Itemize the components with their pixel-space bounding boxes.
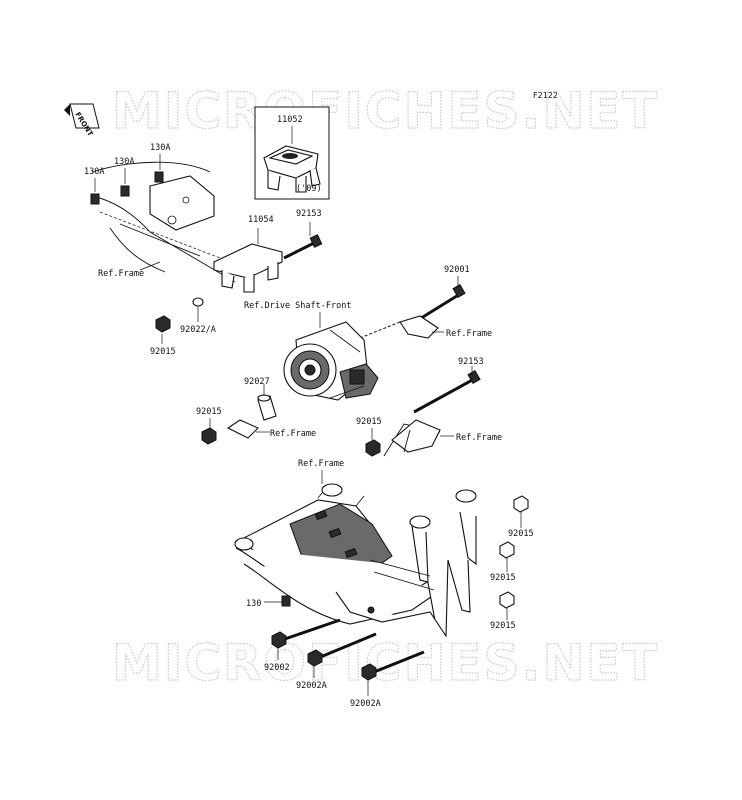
nut-92015-4 [513, 495, 529, 528]
lower-frame [234, 483, 477, 638]
bolt-130a-3 [154, 154, 164, 183]
label-130a-2: 130A [114, 157, 134, 167]
label-ref-frame-1: Ref.Frame [98, 269, 144, 279]
label-92153-mid: 92153 [458, 357, 484, 367]
bolt-92153-mid [413, 366, 481, 414]
bolt-92153-top [283, 222, 323, 260]
label-92027: 92027 [244, 377, 270, 387]
nut-92015-3 [365, 428, 381, 457]
label-ref-frame-4: Ref.Frame [456, 433, 502, 443]
watermark-bottom: MICROFICHES.NET [112, 634, 659, 692]
bolt-92002 [271, 618, 341, 660]
label-11054: 11054 [248, 215, 274, 225]
bolt-130a-2 [120, 168, 130, 197]
figure-id: F2122 [533, 91, 558, 100]
label-92002a-1: 92002A [296, 681, 327, 691]
label-box-note: ('09) [296, 184, 322, 194]
bolt-92001 [417, 276, 466, 322]
label-ref-frame-2: Ref.Frame [446, 329, 492, 339]
label-ref-frame-3: Ref.Frame [270, 429, 316, 439]
part-box-11052: 11052 ('09) [254, 106, 330, 200]
nut-92015-6 [499, 591, 515, 620]
label-130a-3: 130A [150, 143, 170, 153]
label-130: 130 [246, 599, 261, 609]
nut-92015-1 [155, 315, 171, 344]
watermark-top: MICROFICHES.NET [112, 82, 659, 140]
nut-92015-2 [201, 418, 217, 445]
frame-bracket-2 [399, 315, 444, 339]
label-92002a-2: 92002A [350, 699, 381, 709]
label-92001: 92001 [444, 265, 470, 275]
label-92015-6: 92015 [490, 621, 516, 631]
nut-92015-5 [499, 541, 515, 572]
label-92022a: 92022/A [180, 325, 216, 335]
bolt-130a-1 [90, 178, 100, 205]
label-92153-top: 92153 [296, 209, 322, 219]
bolt-92002a-2 [361, 650, 425, 696]
label-92002: 92002 [264, 663, 290, 673]
front-arrow-icon: FRONT [64, 103, 100, 138]
frame-bracket-3 [226, 419, 270, 439]
label-92015-1: 92015 [150, 347, 176, 357]
label-92015-5: 92015 [490, 573, 516, 583]
bolt-130 [264, 595, 291, 607]
label-ref-frame-5: Ref.Frame [298, 459, 344, 469]
frame-bracket-4 [383, 419, 454, 457]
bolt-92002a-1 [307, 632, 377, 678]
frame-section-top [91, 161, 236, 283]
label-92015-3: 92015 [356, 417, 382, 427]
collar-92027 [257, 384, 277, 421]
label-drive-shaft: Ref.Drive Shaft-Front [244, 301, 351, 311]
washer-92022a [192, 297, 204, 322]
label-130a-1: 130A [84, 167, 104, 177]
label-92015-4: 92015 [508, 529, 534, 539]
label-92015-2: 92015 [196, 407, 222, 417]
final-gear-case [283, 321, 401, 401]
bracket-11054 [213, 228, 283, 293]
label-11052: 11052 [277, 115, 303, 125]
